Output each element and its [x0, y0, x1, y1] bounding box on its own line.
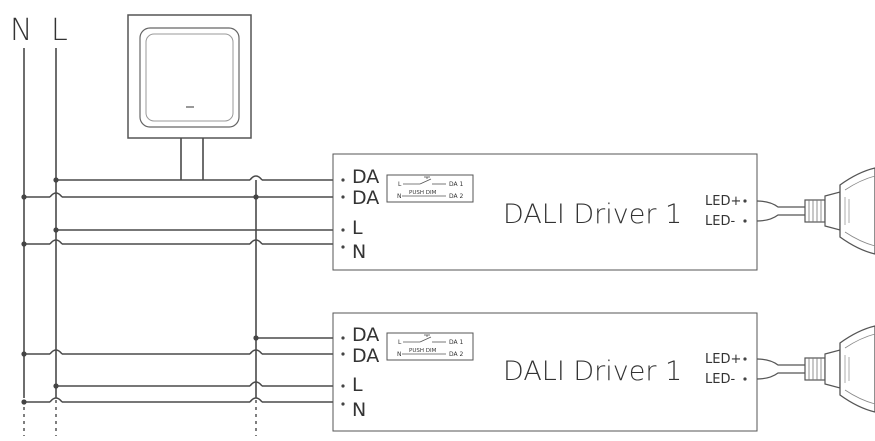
output-minus-label: LED-: [705, 214, 735, 229]
push-dim-schematic: L N PUSH DIM DA 1 DA 2: [386, 332, 474, 361]
push-dim-label: PUSH DIM: [409, 190, 437, 196]
led-lamp-icon: [804, 167, 875, 255]
push-dim-l: L: [398, 181, 402, 188]
push-dim-l: L: [398, 339, 402, 346]
push-switch: [127, 14, 252, 180]
push-dim-n: N: [397, 193, 402, 200]
led-cable-1: [756, 200, 805, 222]
output-plus-label: LED+: [705, 352, 741, 367]
driver-name: DALI Driver 1: [503, 356, 682, 387]
terminal-label: DA: [352, 324, 379, 346]
wiring-lines: [24, 175, 333, 403]
output-minus-label: LED-: [705, 372, 735, 387]
terminal-label: DA: [352, 187, 379, 209]
push-dim-da2: DA 2: [449, 193, 464, 200]
dali-driver-2: DA DA L N L N PUSH DIM DA 1 DA 2 DALI Dr…: [332, 312, 758, 432]
push-dim-label: PUSH DIM: [409, 348, 437, 354]
junction-dots: [21, 177, 259, 405]
push-dim-da2: DA 2: [449, 351, 464, 358]
push-dim-n: N: [397, 351, 402, 358]
neutral-rail-label: N: [10, 13, 32, 48]
output-plus-label: LED+: [705, 194, 741, 209]
driver-name: DALI Driver 1: [503, 199, 682, 230]
led-cable-2: [756, 358, 805, 380]
supply-rails: [23, 48, 257, 436]
dali-driver-1: DA DA L N L N PUSH DIM DA 1 DA 2 DALI Dr…: [332, 153, 758, 271]
push-dim-schematic: L N PUSH DIM DA 1 DA 2: [386, 174, 474, 203]
terminal-label: DA: [352, 166, 379, 188]
terminal-label: L: [352, 374, 363, 396]
push-dim-da1: DA 1: [449, 339, 464, 346]
live-rail-label: L: [51, 13, 68, 48]
terminal-label: N: [352, 399, 366, 421]
terminal-label: N: [352, 241, 366, 263]
led-lamp-icon: [804, 325, 875, 413]
terminal-label: DA: [352, 345, 379, 367]
push-dim-da1: DA 1: [449, 181, 464, 188]
terminal-label: L: [352, 217, 363, 239]
